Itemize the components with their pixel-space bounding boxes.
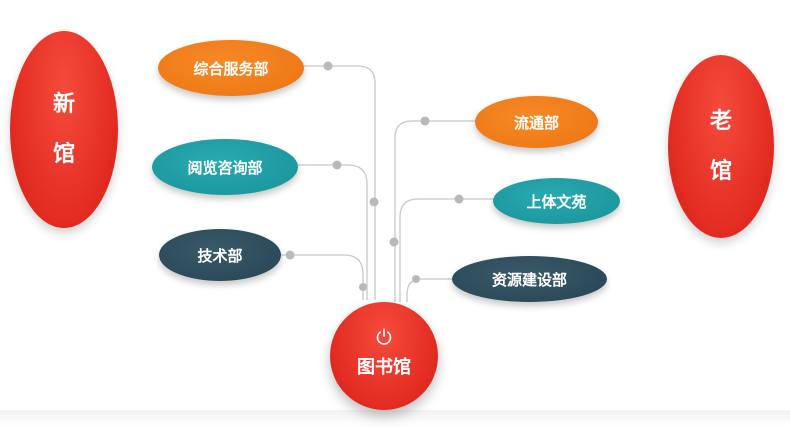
library-label: 图书馆 bbox=[357, 357, 411, 378]
old-hall-char-1: 老 bbox=[709, 108, 732, 134]
library-center-node[interactable]: 图书馆 bbox=[330, 302, 438, 410]
dept-label: 阅览咨询部 bbox=[187, 158, 263, 177]
dept-liutong[interactable]: 流通部 bbox=[475, 96, 598, 148]
dept-label: 流通部 bbox=[513, 113, 559, 132]
connector-dot bbox=[323, 61, 333, 71]
connector-jishu bbox=[280, 254, 364, 300]
connector-liutong bbox=[394, 120, 478, 302]
connector-dot bbox=[454, 194, 464, 204]
connector-ziyuan bbox=[406, 278, 455, 302]
dept-jishu[interactable]: 技术部 bbox=[159, 229, 281, 281]
connector-shangti bbox=[399, 198, 495, 302]
new-hall-node: 新 馆 bbox=[10, 31, 118, 228]
connector-dot bbox=[285, 250, 295, 260]
dept-ziyuan-jianshe[interactable]: 资源建设部 bbox=[452, 256, 607, 302]
new-hall-char-1: 新 bbox=[52, 91, 75, 117]
dept-label: 资源建设部 bbox=[491, 270, 567, 289]
connector-dot bbox=[420, 116, 430, 126]
dept-label: 上体文苑 bbox=[526, 192, 587, 211]
dept-yuelan-zixun[interactable]: 阅览咨询部 bbox=[152, 139, 298, 195]
connector-yuelan bbox=[297, 164, 368, 300]
dept-label: 综合服务部 bbox=[193, 59, 269, 78]
power-icon bbox=[376, 328, 392, 345]
floor-shadow bbox=[0, 410, 790, 427]
connector-dot bbox=[359, 283, 367, 291]
old-hall-char-2: 馆 bbox=[709, 158, 732, 184]
connector-dot bbox=[412, 275, 420, 283]
dept-zonghe-fuwu[interactable]: 综合服务部 bbox=[158, 40, 304, 96]
dept-label: 技术部 bbox=[197, 246, 243, 265]
connector-dot bbox=[369, 197, 379, 207]
new-hall-char-2: 馆 bbox=[52, 141, 75, 167]
dept-shangti-wenyuan[interactable]: 上体文苑 bbox=[493, 178, 620, 224]
connector-dot bbox=[389, 237, 399, 247]
old-hall-node: 老 馆 bbox=[668, 55, 774, 238]
connector-zonghe bbox=[303, 65, 376, 300]
connector-dot bbox=[332, 160, 342, 170]
